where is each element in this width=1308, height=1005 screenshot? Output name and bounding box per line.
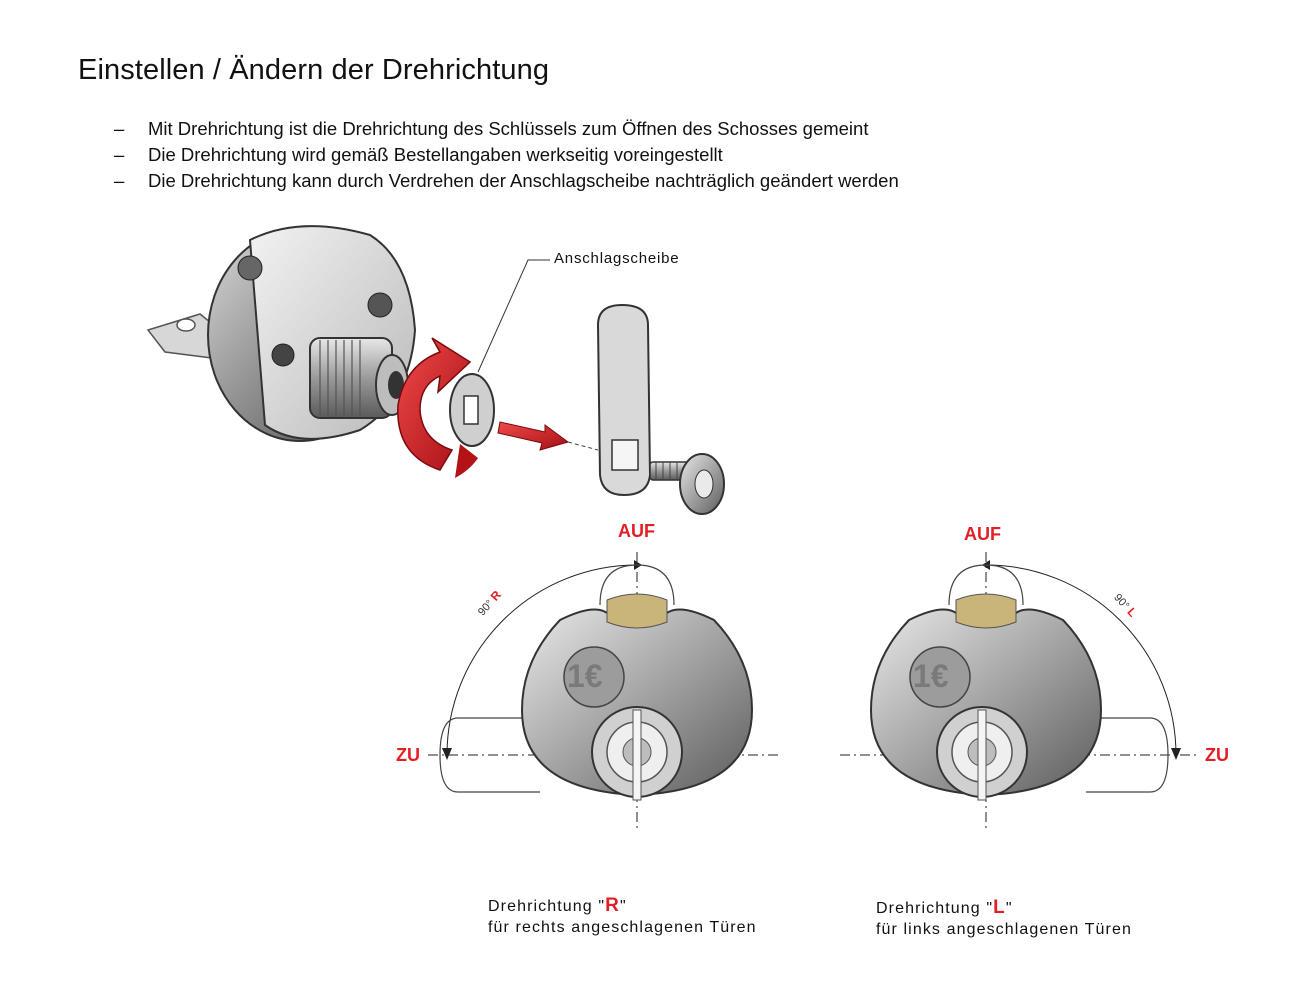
caption-r-line2: für rechts angeschlagenen Türen xyxy=(488,919,757,936)
caption-r-prefix: Drehrichtung " xyxy=(488,898,606,915)
caption-r-letter: R xyxy=(605,895,620,916)
callout-leader-line xyxy=(477,259,550,373)
bullet-text: Mit Drehrichtung ist die Drehrichtung de… xyxy=(148,118,869,139)
bullet-item: – Die Drehrichtung kann durch Verdrehen d… xyxy=(110,169,990,193)
insert-arrow xyxy=(497,421,599,451)
bullet-dash: – xyxy=(114,118,125,139)
page-title: Einstellen / Ändern der Drehrichtung xyxy=(78,54,550,86)
auf-label-r: AUF xyxy=(618,521,655,541)
coin-symbol-r: 1€ xyxy=(567,658,603,694)
bullet-dash: – xyxy=(114,144,125,165)
bullet-item: – Die Drehrichtung wird gemäß Bestellanga… xyxy=(110,143,990,167)
zu-label-l: ZU xyxy=(1205,745,1229,765)
screw xyxy=(649,453,725,515)
auf-label-l: AUF xyxy=(964,524,1001,544)
bullet-text: Die Drehrichtung wird gemäß Bestellangab… xyxy=(148,144,723,165)
caption-l: Drehrichtung "L" für links angeschlagene… xyxy=(876,897,1132,940)
caption-r: Drehrichtung "R" für rechts angeschlagen… xyxy=(488,895,757,938)
callout-anschlagscheibe: Anschlagscheibe xyxy=(554,250,680,267)
caption-l-suffix: " xyxy=(1005,900,1013,917)
bullet-dash: – xyxy=(114,170,125,191)
caption-l-line2: für links angeschlagenen Türen xyxy=(876,921,1132,938)
caption-l-letter: L xyxy=(993,897,1006,918)
caption-r-suffix: " xyxy=(619,898,627,915)
zu-label-r: ZU xyxy=(396,745,420,765)
stop-disc xyxy=(449,373,495,447)
bullet-text: Die Drehrichtung kann durch Verdrehen de… xyxy=(148,170,899,191)
coin-symbol-l: 1€ xyxy=(913,658,949,694)
rotation-arrow xyxy=(397,337,478,478)
lock-cylinder xyxy=(309,337,409,419)
bullet-list: – Mit Drehrichtung ist die Drehrichtung d… xyxy=(110,117,990,195)
caption-l-prefix: Drehrichtung " xyxy=(876,900,994,917)
bullet-item: – Mit Drehrichtung ist die Drehrichtung d… xyxy=(110,117,990,141)
